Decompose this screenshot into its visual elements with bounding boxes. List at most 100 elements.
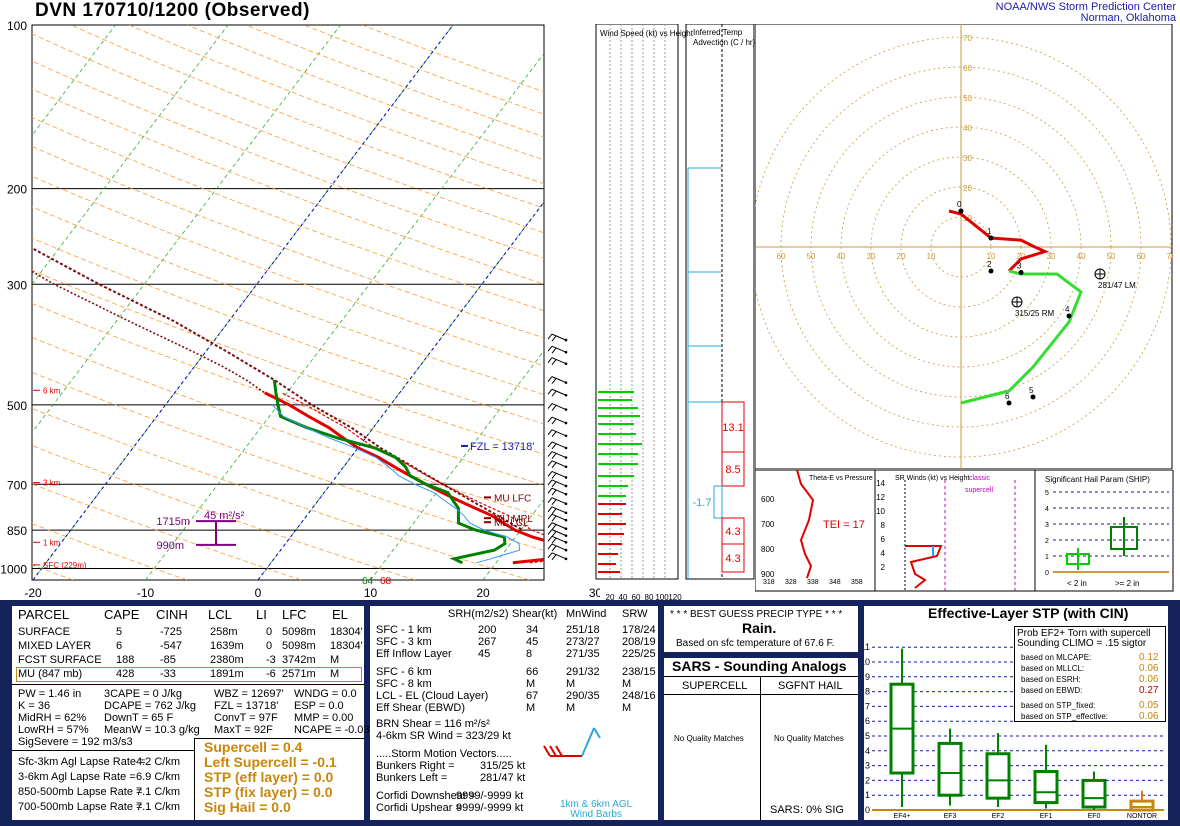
barbs-label-1: 1km & 6km AGL xyxy=(560,799,633,810)
temp-tick--20: -20 xyxy=(24,586,42,600)
ship-y-3: 3 xyxy=(1045,522,1049,529)
composite-2: STP (eff layer) = 0.0 xyxy=(204,769,334,785)
ws-tick-100: 100 xyxy=(655,593,669,602)
wind-barb-dot-16 xyxy=(564,518,568,522)
wind-barb-dot-4 xyxy=(564,393,568,397)
dry-adiabat-120 xyxy=(32,88,544,285)
index-col3-0: WBZ = 12697' xyxy=(214,688,284,700)
height-label-1: 3 km xyxy=(43,479,61,488)
pressure-tick-100: 100 xyxy=(7,19,27,33)
hodo-u-label-9: 30 xyxy=(1047,252,1056,261)
wind-barb-13 xyxy=(547,487,567,496)
hodo-marker-label-3: 3 xyxy=(1017,262,1022,271)
index-col1-4: SigSevere = 192 m3/s3 xyxy=(18,736,133,748)
stp-prob-value-2: 0.06 xyxy=(1139,674,1159,685)
wind-barb-dot-3 xyxy=(564,381,568,384)
index-col2-0: 3CAPE = 0 J/kg xyxy=(104,688,182,700)
lapse-label-0: Sfc-3km Agl Lapse Rate = xyxy=(18,756,146,768)
kin-cell-1-0: SFC - 3 km xyxy=(376,636,432,648)
kin-cell-2-0: Eff Inflow Layer xyxy=(376,648,452,660)
wind-barb-19 xyxy=(547,535,567,544)
hodo-marker-label-1: 1 xyxy=(987,227,992,236)
adv-value-3: 4.3 xyxy=(725,526,740,538)
wind-barb-dot-13 xyxy=(564,492,568,496)
isotherm-highlight-0 xyxy=(257,201,544,580)
storm-motion-cross-rm xyxy=(1012,297,1022,307)
kin-cell-4-4: M xyxy=(622,678,632,690)
storm-motion-cross-lm xyxy=(1095,269,1105,279)
wind-barb-dot-18 xyxy=(564,534,568,537)
thetae-x-338: 338 xyxy=(807,579,819,586)
wind-barb-dot-0 xyxy=(564,338,568,342)
wind-barb-11 xyxy=(547,470,567,479)
stp-y-11: 11 xyxy=(864,642,870,652)
index-col4-2: MMP = 0.00 xyxy=(294,712,354,724)
lapse-label-1: 3-6km Agl Lapse Rate = xyxy=(18,771,136,783)
wind-barb-15 xyxy=(547,506,567,515)
stp-y-4: 4 xyxy=(865,746,870,756)
stp-y-6: 6 xyxy=(865,716,870,726)
temp-tick-20: 20 xyxy=(476,586,490,600)
wind-barb-21 xyxy=(547,552,567,561)
composite-4: Sig Hail = 0.0 xyxy=(204,799,291,815)
surface-temp-label: 68 xyxy=(380,576,392,587)
lapse-value-0: 4.2 C/km xyxy=(136,756,181,768)
thetae-x-348: 348 xyxy=(829,579,841,586)
stp-prob-title-2: Sounding CLIMO = .15 sigtor xyxy=(1017,638,1147,649)
kin-cell-5-3: 290/35 xyxy=(566,690,600,702)
ws-tick-80: 80 xyxy=(645,593,654,602)
sr-trace-low xyxy=(905,545,943,589)
hodo-u-label-8: 20 xyxy=(1017,252,1026,261)
sars-col-hail: SGFNT HAIL xyxy=(778,680,843,692)
thetae-x-328: 328 xyxy=(785,579,797,586)
hodo-ring-label-20: 20 xyxy=(963,184,972,193)
parcel-cell-2-4: -3 xyxy=(266,654,276,666)
corfidi-down-value: 9999/-9999 kt xyxy=(456,790,524,802)
corfidi-up: Corfidi Upshear = xyxy=(376,802,462,814)
composite-3: STP (fix layer) = 0.0 xyxy=(204,784,333,800)
kin-cell-0-1: 200 xyxy=(478,624,497,636)
composite-1: Left Supercell = -0.1 xyxy=(204,754,337,770)
temperature-trace xyxy=(264,391,544,565)
eff-inflow-bracket xyxy=(196,520,236,546)
stp-cat-4: EF0 xyxy=(1088,813,1101,820)
barbs-label-2: Wind Barbs xyxy=(570,809,622,820)
hodo-u-label-13: 70 xyxy=(1167,252,1173,261)
ship-title: Significant Hail Param (SHIP) xyxy=(1045,475,1150,484)
hodo-trace-low xyxy=(948,209,1050,273)
precip-sars-panel: * * * BEST GUESS PRECIP TYPE * * * Rain.… xyxy=(664,606,858,820)
adv-value-1: 8.5 xyxy=(725,464,740,476)
wind-barb-dot-6 xyxy=(564,421,568,425)
kin-cell-2-4: 225/25 xyxy=(622,648,656,660)
stp-cat-2: EF2 xyxy=(992,813,1005,820)
kin-cell-3-4: 238/15 xyxy=(622,666,656,678)
sr-title: SR Winds (kt) vs Height xyxy=(895,475,969,482)
adv-value-4: 4.3 xyxy=(725,553,740,565)
stp-y-10: 10 xyxy=(864,657,870,667)
kin-hdr-2: MnWind xyxy=(566,608,607,620)
index-col3-3: MaxT = 92F xyxy=(214,724,273,736)
index-col3-2: ConvT = 97F xyxy=(214,712,278,724)
stp-cat-5: NONTOR xyxy=(1127,813,1157,820)
dry-adiabat-80 xyxy=(32,206,544,395)
sr-y-10: 10 xyxy=(876,507,885,516)
stp-y-7: 7 xyxy=(865,701,870,711)
thetae-y-900: 900 xyxy=(761,570,775,579)
stp-prob-label-3: based on EBWD: xyxy=(1021,686,1083,695)
wind-barb-14 xyxy=(547,497,567,506)
eff-inflow-top: 1715m xyxy=(156,516,190,528)
wind-speed-title: Wind Speed (kt) vs Height xyxy=(600,29,693,38)
sars-col-supercell: SUPERCELL xyxy=(682,680,748,692)
org-line-1: NOAA/NWS Storm Prediction Center xyxy=(995,1,1176,13)
temp-tick--10: -10 xyxy=(137,586,155,600)
parcel-cell-1-0: MIXED LAYER xyxy=(18,640,92,652)
ship-y-1: 1 xyxy=(1045,554,1049,561)
parcel-cell-0-3: 258m xyxy=(210,626,238,638)
wind-barb-9 xyxy=(547,451,567,459)
sr-classic-label-2: supercell xyxy=(965,487,993,494)
wind-barb-dot-12 xyxy=(564,484,568,488)
kin-cell-5-4: 248/16 xyxy=(622,690,656,702)
fzl-label: FZL = 13718' xyxy=(470,441,534,453)
